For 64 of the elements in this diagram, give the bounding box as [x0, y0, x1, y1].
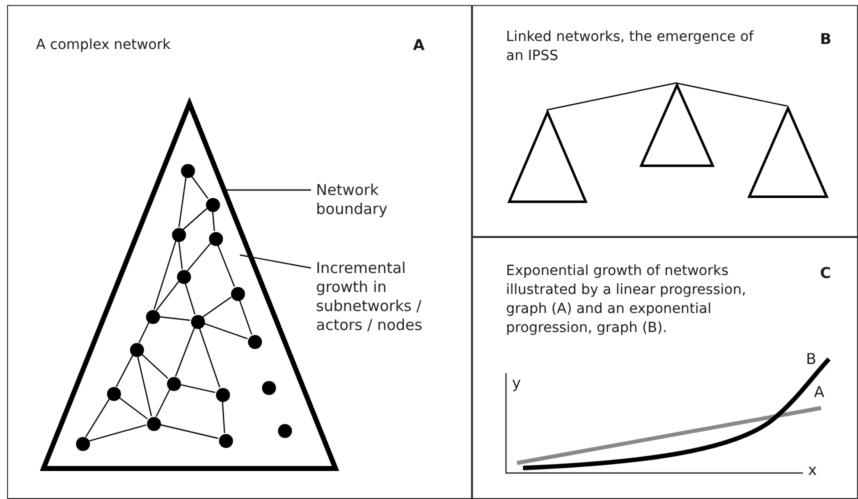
- link-line: [676, 82, 788, 107]
- network-link: [88, 424, 146, 442]
- network-link: [182, 208, 208, 230]
- series-label: A: [814, 383, 824, 402]
- network-link: [136, 356, 152, 416]
- panel: [7, 5, 472, 499]
- network-node-dot: [209, 232, 223, 246]
- network-link: [184, 282, 196, 314]
- network-link: [160, 424, 218, 439]
- network-link: [174, 327, 196, 377]
- network-node-dot: [262, 381, 276, 395]
- network-link: [222, 400, 226, 434]
- network-link: [190, 175, 208, 199]
- network-node-dot: [167, 377, 181, 391]
- network-node-dot: [278, 424, 292, 438]
- network-node-dot: [231, 287, 245, 301]
- network-node-dot: [206, 198, 220, 212]
- network-node-dot: [219, 434, 233, 448]
- network-node-dot: [181, 164, 195, 178]
- network-node-dot: [147, 417, 161, 431]
- panel-letter: C: [820, 264, 832, 283]
- axis-label: y: [512, 374, 521, 393]
- network-link: [212, 210, 215, 232]
- network-node-dot: [248, 335, 262, 349]
- panel-heading: Linked networks, the emergence of an IPSS: [506, 28, 755, 66]
- network-link: [156, 389, 170, 417]
- network-link: [217, 244, 235, 287]
- network-node-dot: [191, 315, 205, 329]
- series-label: B: [806, 350, 816, 369]
- network-link: [116, 354, 134, 388]
- network-link: [138, 322, 150, 343]
- network-link: [202, 296, 232, 318]
- network-link: [156, 281, 180, 311]
- network-node-dot: [130, 343, 144, 357]
- panel-heading: A complex network: [36, 36, 172, 55]
- network-link: [178, 240, 183, 270]
- callout-text: Incremental growth in subnetworks / actors / nodes: [316, 259, 424, 335]
- network-node-dot: [146, 310, 160, 324]
- network-link: [198, 327, 220, 388]
- leader-line: [240, 254, 312, 269]
- panel-letter: B: [820, 30, 832, 49]
- network-link: [85, 398, 110, 438]
- network-node-dot: [216, 388, 230, 402]
- network-node-dot: [177, 270, 191, 284]
- callout-text: Network boundary: [316, 181, 388, 219]
- link-line: [546, 82, 676, 111]
- panel-letter: A: [413, 36, 426, 55]
- axis-label: x: [808, 461, 817, 480]
- network-link: [158, 316, 190, 321]
- panel: [472, 5, 858, 237]
- leader-line: [226, 189, 311, 191]
- network-node-dot: [76, 437, 90, 451]
- network-link: [118, 396, 148, 420]
- network-node-dot: [107, 387, 121, 401]
- panel: [472, 237, 858, 499]
- panel-heading: Exponential growth of networks illustrated by a linear progression, graph (A) and an exponential progression, graph (B).: [506, 262, 748, 338]
- network-link: [238, 299, 252, 335]
- network-link: [178, 176, 187, 228]
- network-link: [203, 322, 248, 340]
- network-link: [187, 242, 211, 272]
- network-link: [180, 384, 216, 394]
- network-link: [140, 353, 168, 379]
- network-link: [154, 240, 176, 310]
- network-node-dot: [172, 228, 186, 242]
